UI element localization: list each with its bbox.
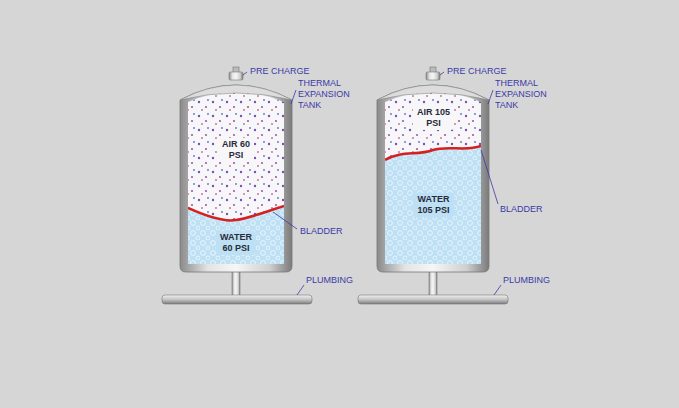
tank-stem bbox=[429, 270, 437, 297]
air-region: AIR 60 PSI bbox=[218, 138, 254, 162]
leader-line bbox=[440, 72, 444, 75]
leader-line bbox=[291, 90, 296, 104]
leader-line bbox=[243, 72, 247, 75]
callout-label: THERMAL EXPANSION TANK bbox=[495, 78, 547, 111]
leader-lines bbox=[243, 72, 501, 295]
water-fill bbox=[188, 206, 284, 264]
leader-line bbox=[494, 285, 501, 295]
pre-charge-valve bbox=[229, 72, 243, 80]
bladder-line bbox=[385, 146, 481, 160]
water-bubbles bbox=[385, 146, 481, 264]
tank-right bbox=[358, 67, 508, 304]
tank-interior bbox=[188, 80, 284, 270]
pre-charge-valve bbox=[426, 72, 440, 80]
leader-line bbox=[488, 90, 493, 104]
plumbing-pipe bbox=[358, 295, 508, 304]
tank-left bbox=[162, 67, 312, 304]
water-fill bbox=[385, 146, 481, 264]
air-fill bbox=[385, 80, 481, 270]
water-region: WATER 105 PSI bbox=[413, 193, 454, 217]
callout-label: BLADDER bbox=[500, 204, 543, 215]
callout-label: PLUMBING bbox=[306, 275, 353, 286]
callout-label: THERMAL EXPANSION TANK bbox=[298, 78, 350, 111]
leader-line bbox=[297, 285, 304, 295]
callout-label: BLADDER bbox=[300, 226, 343, 237]
plumbing-pipe bbox=[162, 295, 312, 304]
water-region: WATER 60 PSI bbox=[216, 231, 256, 255]
water-bubbles bbox=[188, 206, 284, 264]
air-dots bbox=[188, 80, 284, 270]
leader-line bbox=[481, 150, 498, 204]
leader-line bbox=[273, 212, 297, 229]
tank-stem bbox=[232, 270, 240, 297]
pressure-text: AIR 105 PSI bbox=[416, 107, 451, 129]
tank-interior bbox=[385, 80, 481, 270]
callout-label: PRE CHARGE bbox=[447, 66, 507, 77]
callout-label: PRE CHARGE bbox=[250, 66, 310, 77]
air-dots bbox=[385, 80, 481, 270]
tank-dome bbox=[377, 85, 489, 100]
pressure-text: AIR 60 PSI bbox=[221, 139, 251, 161]
air-fill bbox=[188, 80, 284, 270]
pressure-text: WATER 105 PSI bbox=[416, 194, 451, 216]
bladder-line bbox=[188, 206, 284, 221]
callout-label: PLUMBING bbox=[503, 275, 550, 286]
pressure-text: WATER 60 PSI bbox=[219, 232, 253, 254]
air-region: AIR 105 PSI bbox=[413, 106, 454, 130]
tank-dome bbox=[180, 85, 292, 100]
